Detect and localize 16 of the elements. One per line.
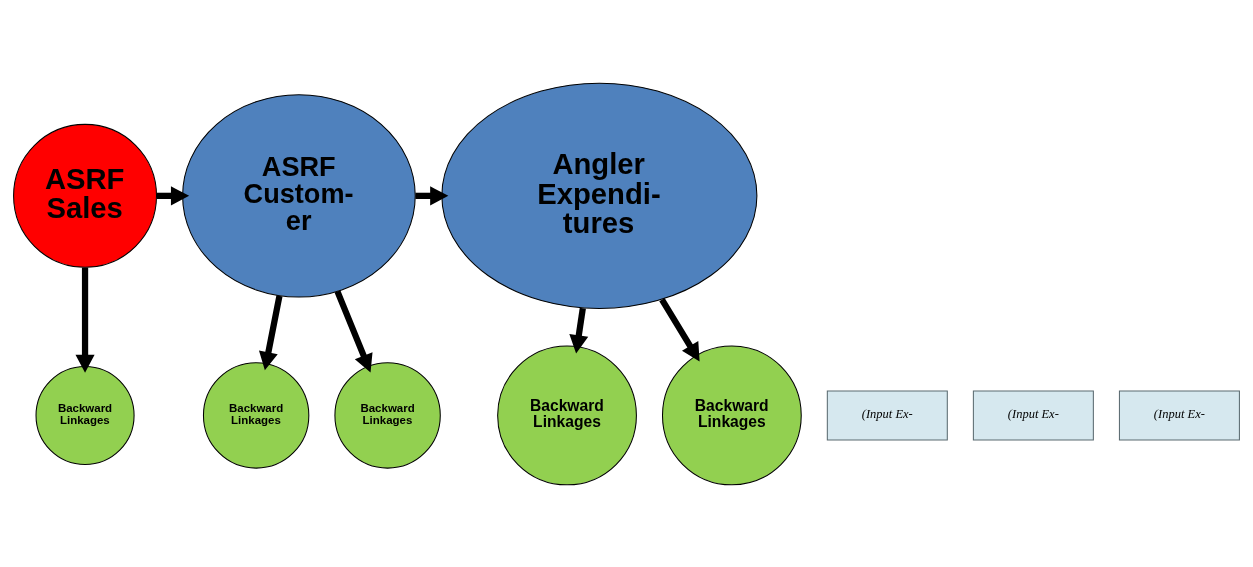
arrow xyxy=(569,307,589,353)
node-circle: ASRF Sales xyxy=(13,123,158,268)
node-circle: Backward Linkages xyxy=(334,361,441,469)
node-circle: Backward Linkages xyxy=(202,361,310,469)
node-circle: Backward Linkages xyxy=(35,365,135,465)
arrow xyxy=(258,294,283,370)
node-box: (Input Ex- xyxy=(972,389,1094,440)
node-box: (Input Ex- xyxy=(826,389,948,440)
arrow xyxy=(334,289,373,373)
node-box: (Input Ex- xyxy=(1118,389,1240,440)
arrow xyxy=(75,267,95,373)
node-circle: Backward Linkages xyxy=(497,345,637,485)
node-circle: Backward Linkages xyxy=(661,345,802,485)
node-ellipse: Angler Expendi- tures xyxy=(441,82,758,309)
node-ellipse: ASRF Custom- er xyxy=(182,93,416,298)
arrow xyxy=(659,297,700,361)
